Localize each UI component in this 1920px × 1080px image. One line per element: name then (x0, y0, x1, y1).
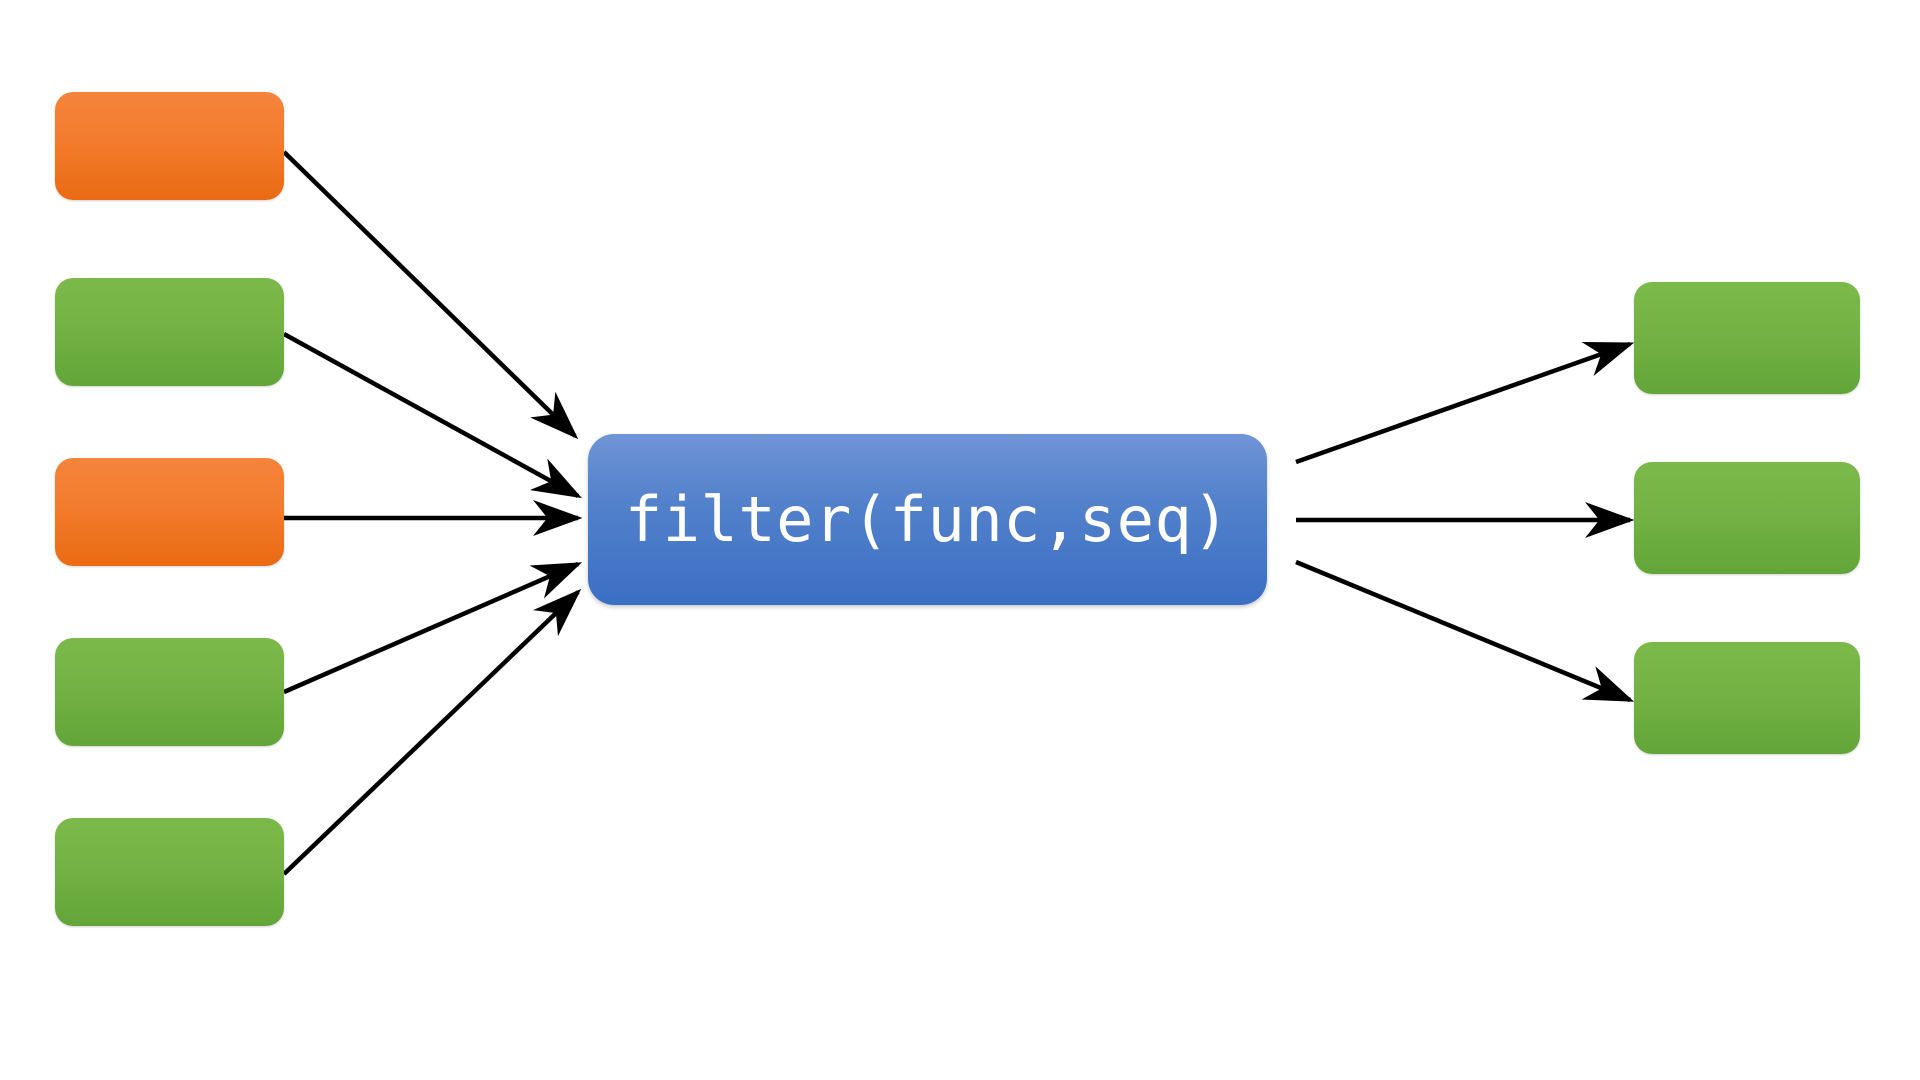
arrow-process-to-out-3 (1295, 559, 1635, 703)
filter-process-label: filter(func,seq) (624, 482, 1231, 556)
output-node-2[interactable] (1634, 462, 1860, 574)
input-node-5[interactable] (55, 818, 284, 926)
input-node-4[interactable] (55, 638, 284, 746)
arrow-in-2-to-process (282, 332, 582, 499)
input-node-2[interactable] (55, 278, 284, 386)
input-node-3[interactable] (55, 458, 284, 566)
output-node-1[interactable] (1634, 282, 1860, 394)
arrow-process-to-out-1 (1295, 341, 1635, 465)
arrow-in-5-to-process (282, 588, 582, 876)
arrow-in-4-to-process (283, 561, 583, 695)
input-node-1[interactable] (55, 92, 284, 200)
arrow-in-1-to-process (282, 150, 579, 440)
output-node-3[interactable] (1634, 642, 1860, 754)
filter-process-node[interactable]: filter(func,seq) (588, 434, 1267, 605)
